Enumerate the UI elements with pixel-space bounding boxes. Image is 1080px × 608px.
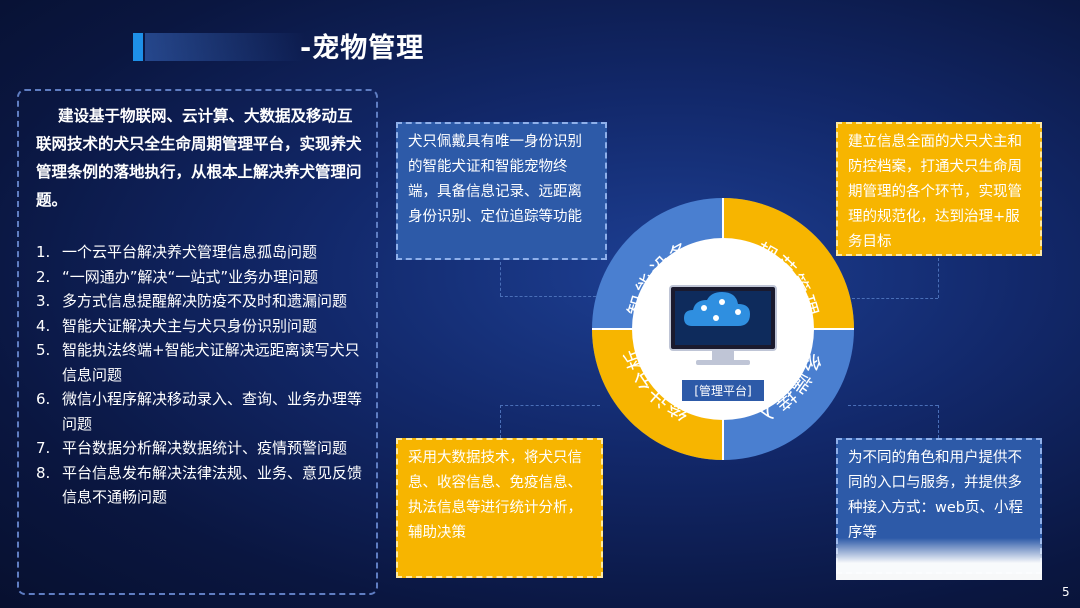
center-label: [管理平台] <box>694 383 751 398</box>
list-item-text: 微信小程序解决移动录入、查询、业务办理等问题 <box>62 390 363 433</box>
connector-bottom-right <box>938 405 939 438</box>
title-accent-bar <box>133 33 143 61</box>
list-item: 3. 多方式信息提醒解决防疫不及时和遗漏问题 <box>36 289 372 314</box>
list-item-text: 平台数据分析解决数据统计、疫情预警问题 <box>62 439 348 457</box>
connector-top-right-h <box>852 298 938 299</box>
platform-ring-diagram: [管理平台] 智能设备 规范管理 多端接入 统计分析 <box>592 198 854 460</box>
smart-device-box: 犬只佩戴具有唯一身份识别的智能犬证和智能宠物终端，具备信息记录、远距离身份识别、… <box>396 122 607 260</box>
page-title: -宠物管理 <box>300 33 425 64</box>
list-item-number: 7. <box>36 439 51 457</box>
list-item: 2. “一网通办”解决“一站式”业务办理问题 <box>36 265 372 290</box>
list-item: 1. 一个云平台解决养犬管理信息孤岛问题 <box>36 240 372 265</box>
list-item-text: 智能犬证解决犬主与犬只身份识别问题 <box>62 316 318 335</box>
list-item-text: 多方式信息提醒解决防疫不及时和遗漏问题 <box>62 292 348 310</box>
list-item: 7. 平台数据分析解决数据统计、疫情预警问题 <box>36 436 372 461</box>
problem-list: 1. 一个云平台解决养犬管理信息孤岛问题 2. “一网通办”解决“一站式”业务办理问题… <box>36 240 372 510</box>
connector-bottom-left-h <box>500 405 600 406</box>
left-panel <box>17 89 378 595</box>
list-item-text: 智能执法终端+智能犬证解决远距离读写犬只信息问题 <box>62 341 360 384</box>
connector-top-left <box>500 262 501 296</box>
list-item: 6. 微信小程序解决移动录入、查询、业务办理等问题 <box>36 387 372 436</box>
connector-bottom-right-h <box>848 405 938 406</box>
list-item-text: 平台信息发布解决法律法规、业务、意见反馈信息不通畅问题 <box>62 463 363 507</box>
intro-text: 建设基于物联网、云计算、大数据及移动互联网技术的犬只全生命周期管理平台，实现养犬… <box>36 107 362 209</box>
list-item-number: 1. <box>36 243 51 261</box>
list-item-number: 4. <box>36 316 51 335</box>
monitor-icon <box>669 285 777 365</box>
list-item-number: 3. <box>36 292 51 310</box>
list-item-text: “一网通办”解决“一站式”业务办理问题 <box>62 267 319 286</box>
title-glow <box>145 33 305 61</box>
list-item: 8. 平台信息发布解决法律法规、业务、意见反馈信息不通畅问题 <box>36 461 372 510</box>
page-number: 5 <box>1062 585 1070 599</box>
list-item-number: 8. <box>36 463 51 482</box>
watermark-overlay <box>836 538 1042 580</box>
list-item-number: 5. <box>36 341 51 359</box>
list-item-text: 一个云平台解决养犬管理信息孤岛问题 <box>62 243 318 261</box>
connector-bottom-left <box>500 405 501 438</box>
connector-top-right <box>938 258 939 298</box>
list-item-number: 6. <box>36 390 51 408</box>
standard-mgmt-box: 建立信息全面的犬只犬主和防控档案，打通犬只生命周期管理的各个环节，实现管理的规范… <box>836 122 1042 256</box>
list-item: 4. 智能犬证解决犬主与犬只身份识别问题 <box>36 314 372 339</box>
list-item-number: 2. <box>36 267 51 286</box>
connector-top-left-h <box>500 296 596 297</box>
list-item: 5. 智能执法终端+智能犬证解决远距离读写犬只信息问题 <box>36 338 372 387</box>
statistics-box: 采用大数据技术，将犬只信息、收容信息、免疫信息、执法信息等进行统计分析，辅助决策 <box>396 438 603 578</box>
